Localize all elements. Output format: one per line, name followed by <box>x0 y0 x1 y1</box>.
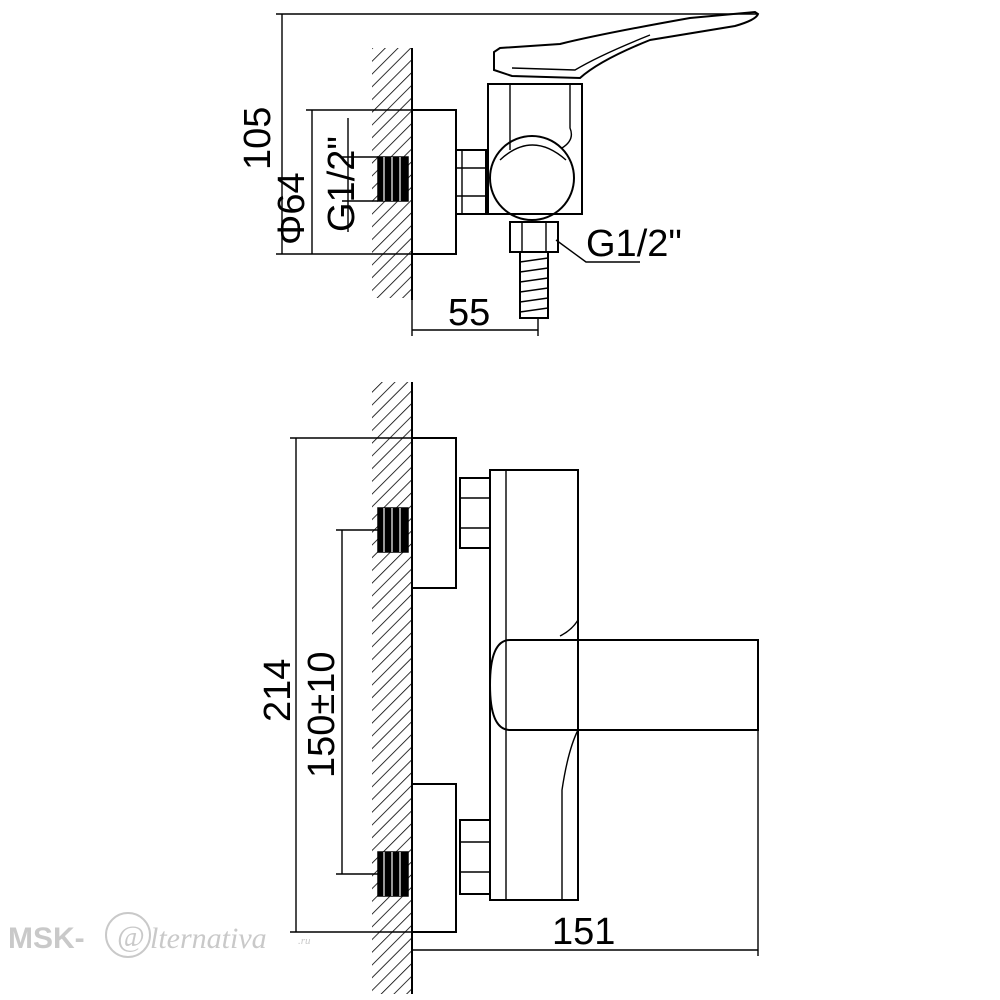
dim-label-151: 151 <box>552 911 615 953</box>
front-spout <box>488 639 759 731</box>
watermark-at: @ <box>117 920 145 953</box>
watermark-at-icon <box>105 912 151 958</box>
watermark-brand-script: lternativa <box>150 922 267 955</box>
side-connector-nut <box>455 149 487 215</box>
dim-label-105: 105 <box>237 107 279 170</box>
front-mixer-body <box>489 469 579 901</box>
side-lever-handle <box>493 10 760 80</box>
side-outlet-thread <box>519 251 549 319</box>
side-outlet-thread-label: G1/2" <box>586 223 682 265</box>
front-upper-escutcheon <box>411 437 457 589</box>
front-wall-hatch <box>372 382 412 994</box>
side-wall-thread <box>377 156 409 202</box>
side-cartridge <box>489 135 575 221</box>
front-lower-nut <box>459 819 491 895</box>
front-lower-escutcheon <box>411 783 457 933</box>
dim-label-wall-thread: G1/2" <box>321 136 363 232</box>
watermark-domain: .ru <box>298 935 311 947</box>
front-lower-wall-thread <box>377 851 409 897</box>
side-mixer-body <box>487 83 583 215</box>
side-outlet-nut <box>509 221 559 253</box>
side-view: G1/2" 105 Φ64 G1/2" 55 <box>237 10 760 336</box>
dim-label-flange-diameter: Φ64 <box>271 172 313 245</box>
front-upper-wall-thread <box>377 507 409 553</box>
watermark: MSK- @ lternativa .ru <box>8 912 311 958</box>
dim-label-55: 55 <box>448 292 490 334</box>
dim-label-center-distance: 150±10 <box>301 651 343 778</box>
front-upper-nut <box>459 477 491 549</box>
front-view: 214 150±10 151 <box>257 382 759 994</box>
watermark-brand-left: MSK- <box>8 922 85 955</box>
side-flange <box>411 109 457 255</box>
side-outlet-leader <box>555 239 640 263</box>
dim-label-214: 214 <box>257 659 299 722</box>
